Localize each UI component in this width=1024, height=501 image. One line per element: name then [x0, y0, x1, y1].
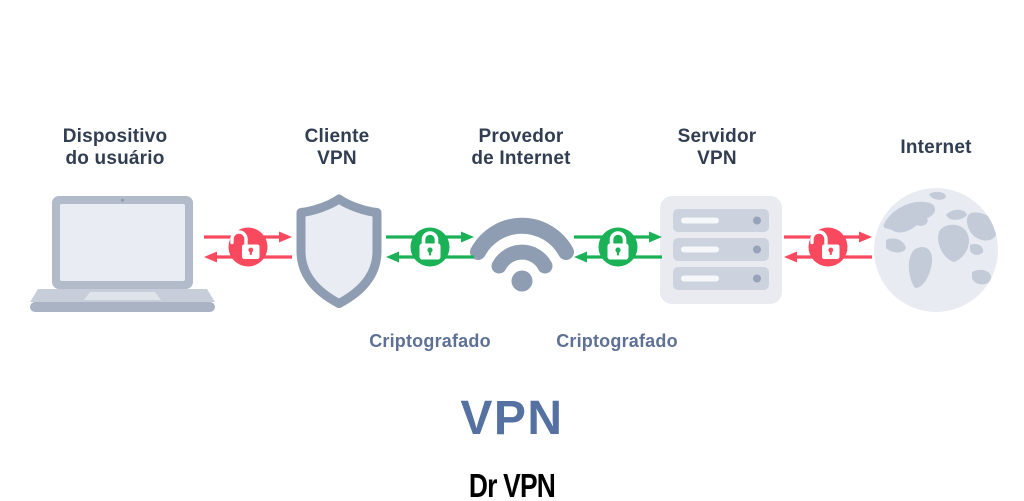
label-line: de Internet: [471, 148, 571, 169]
laptop-icon: [30, 196, 215, 313]
label-line: Internet: [900, 137, 972, 158]
label-line: Dispositivo: [62, 126, 168, 147]
label-vpn-server: Servidor VPN: [617, 126, 817, 170]
label-internet: Internet: [836, 137, 1024, 159]
connection-encrypted-lock-2: [570, 219, 666, 275]
wifi-icon: [466, 206, 578, 292]
connection-unencrypted-lock-2: [780, 219, 876, 275]
label-line: Servidor: [677, 126, 757, 147]
connection-encrypted-lock-1: [382, 219, 478, 275]
server-icon: [660, 196, 782, 304]
watermark-text: Dr VPN: [468, 467, 556, 501]
encrypted-label-2: Criptografado: [556, 331, 678, 351]
encrypted-label-1: Criptografado: [369, 331, 491, 351]
label-line: do usuário: [65, 148, 165, 169]
label-line: Cliente: [304, 126, 370, 147]
shield-icon: [295, 194, 383, 308]
label-line: VPN: [317, 148, 357, 169]
label-line: VPN: [697, 148, 737, 169]
label-user-device: Dispositivo do usuário: [15, 126, 215, 170]
globe-icon: [874, 188, 998, 312]
label-isp: Provedor de Internet: [421, 126, 621, 170]
connection-unencrypted-lock-1: [200, 219, 296, 275]
label-line: Provedor: [478, 126, 564, 147]
label-vpn-client: Cliente VPN: [237, 126, 437, 170]
diagram-title: VPN: [460, 392, 564, 445]
